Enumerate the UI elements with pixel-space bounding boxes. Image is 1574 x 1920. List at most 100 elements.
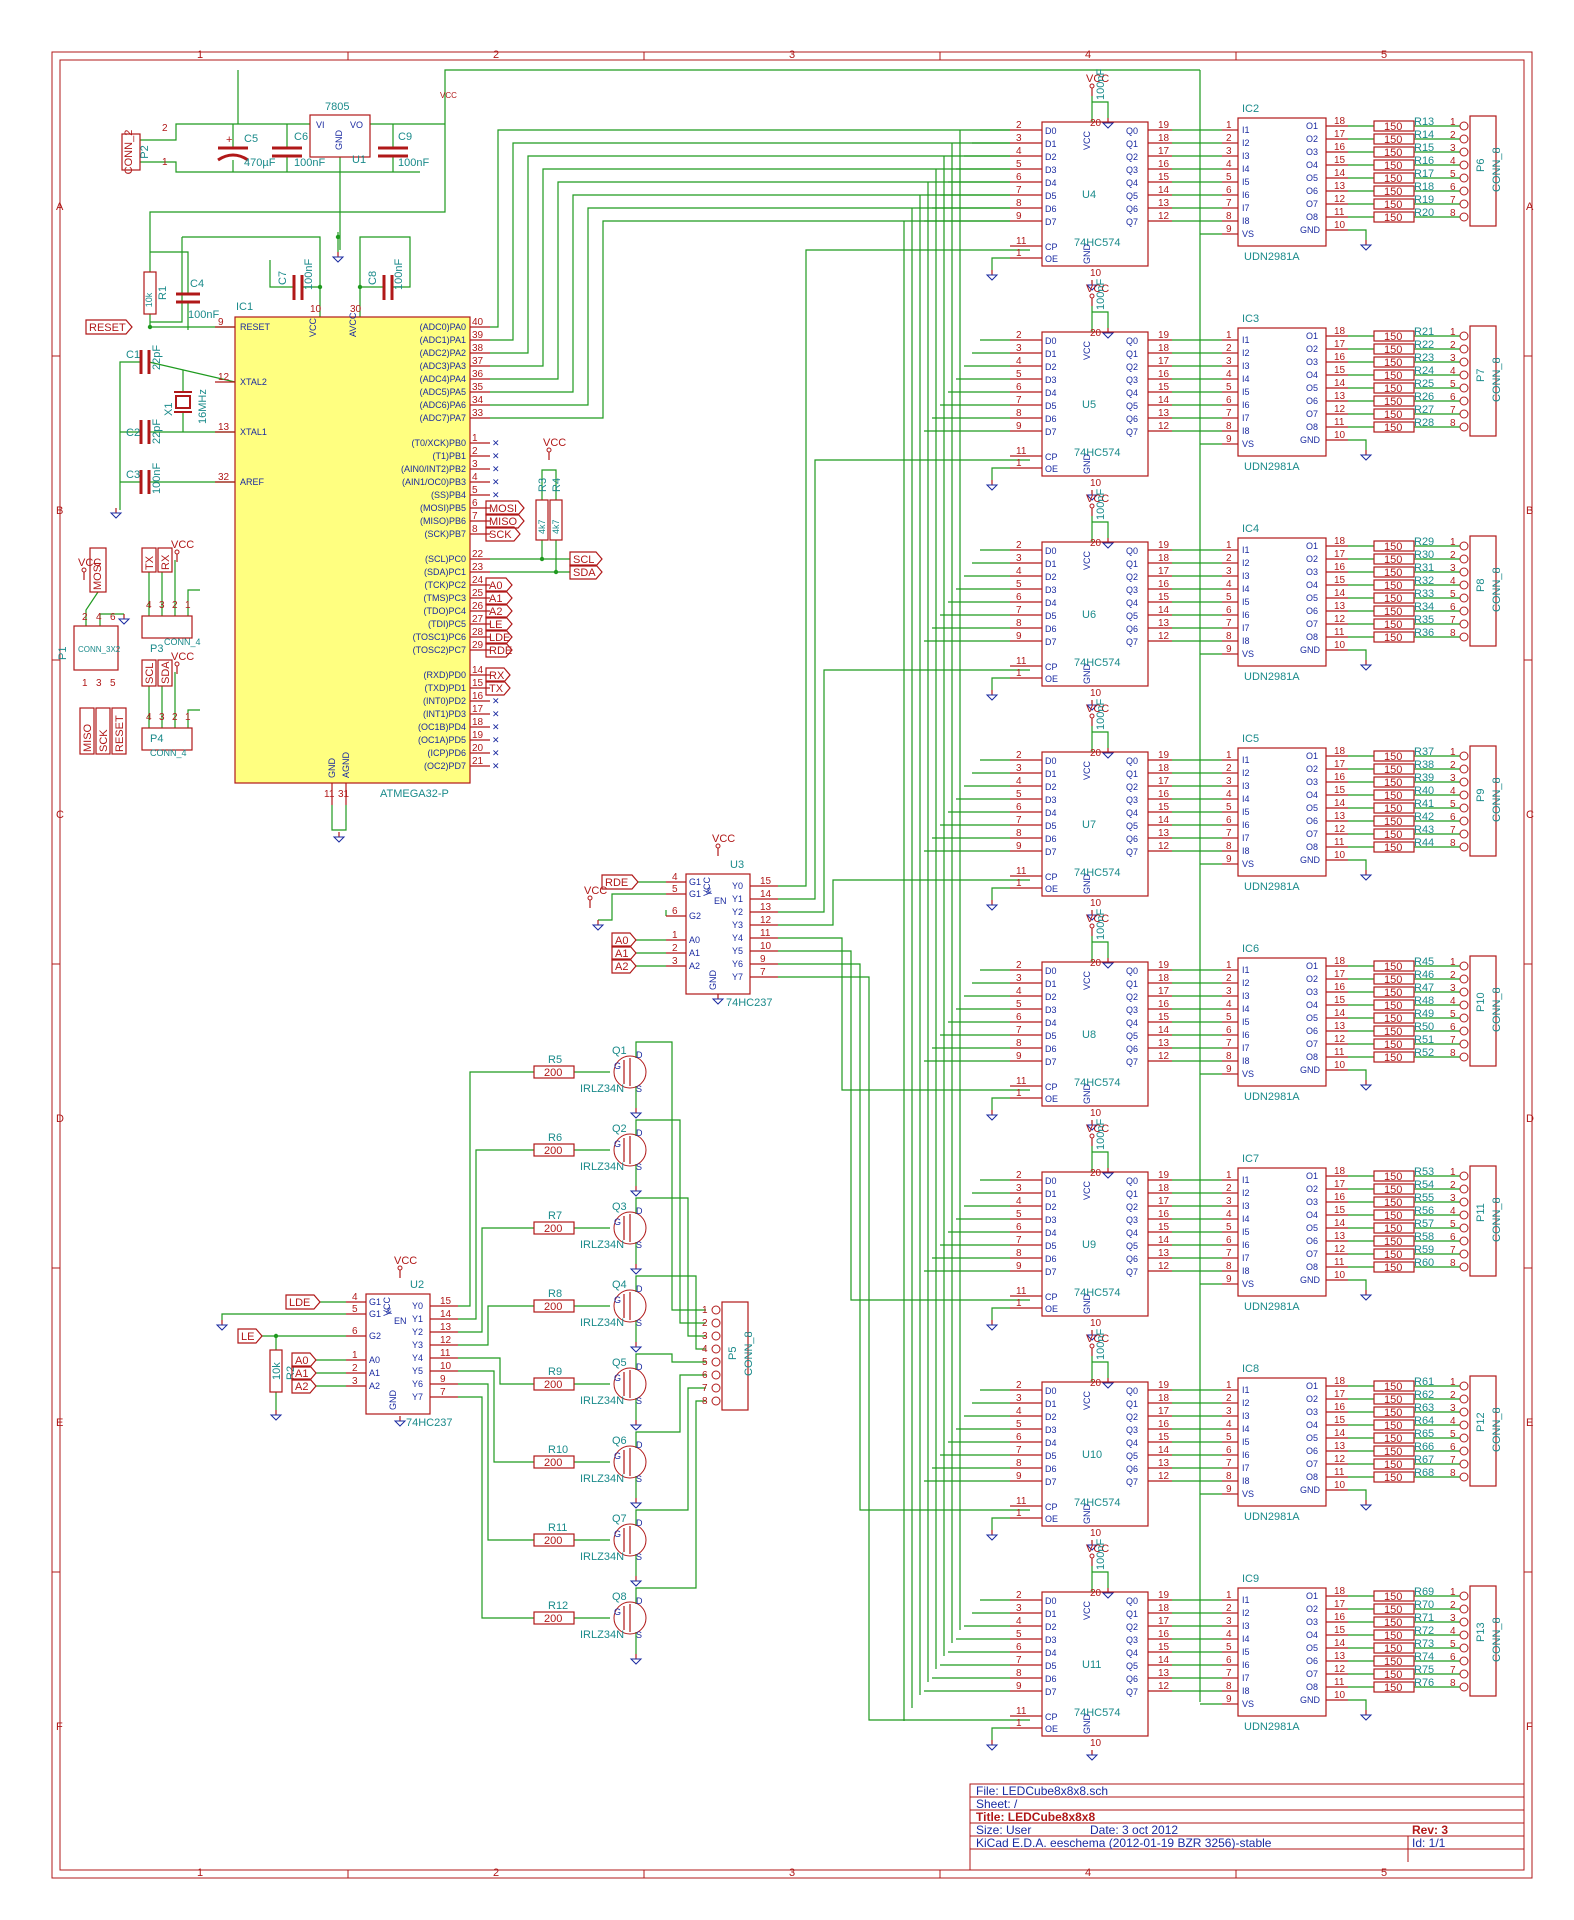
mcu-pin-name: (OC1A)PD5 — [418, 735, 466, 745]
mcu-pin-number: 2 — [472, 446, 478, 457]
pin-number: 6 — [1450, 602, 1456, 613]
resistor-value: 150 — [1384, 1381, 1402, 1393]
pin-name: Q7 — [1126, 1267, 1138, 1277]
mosfet-ref: Q4 — [612, 1279, 627, 1291]
junction — [539, 556, 545, 562]
led-resistor — [1373, 185, 1415, 197]
driver-part: UDN2981A — [1244, 1721, 1300, 1733]
pin-number: 14 — [1158, 1445, 1170, 1456]
pin-name: Y7 — [412, 1392, 423, 1402]
pin-number: 2 — [1450, 760, 1456, 771]
pin-name: OE — [1045, 1514, 1058, 1524]
pin-number: 16 — [1158, 789, 1170, 800]
conn-pin — [1459, 1197, 1469, 1207]
conn-pin — [1459, 842, 1469, 852]
pin-name: Q0 — [1126, 336, 1138, 346]
pin-name: G1 — [689, 889, 701, 899]
pin-name: Q5 — [1126, 611, 1138, 621]
pin-number: 9 — [1016, 631, 1022, 642]
ground-symbol — [1359, 450, 1373, 461]
resistor-value: 150 — [1384, 1407, 1402, 1419]
pin-number: 13 — [1158, 1248, 1170, 1259]
pin-name: VS — [1242, 1279, 1254, 1289]
pin-number: 7 — [1016, 395, 1022, 406]
latch-u7 — [1041, 751, 1149, 897]
vcc-label: VCC — [440, 91, 457, 100]
pin-name: D1 — [1045, 1189, 1057, 1199]
wire — [148, 361, 236, 383]
pin-name: D2 — [1045, 1622, 1057, 1632]
resistor-value: 150 — [1384, 1446, 1402, 1458]
pin-name: Q4 — [1126, 1438, 1138, 1448]
column-marker: 3 — [789, 49, 795, 61]
gate-resistor — [533, 1611, 575, 1625]
pin-number: 16 — [1334, 352, 1346, 363]
pin-number: 18 — [1158, 1393, 1170, 1404]
led-resistor — [1373, 1471, 1415, 1483]
p4-net-text: SDA — [160, 661, 172, 684]
led-resistor — [1373, 1642, 1415, 1654]
pin-name: I3 — [1242, 1621, 1250, 1631]
wire — [778, 669, 1030, 913]
pin-number: 13 — [1158, 828, 1170, 839]
svg-text:VI: VI — [316, 120, 325, 130]
pin-name: VCC — [1082, 1180, 1092, 1200]
resistor-ref: R56 — [1414, 1205, 1434, 1217]
ground-symbol — [985, 270, 999, 281]
resistor-ref: R49 — [1414, 1008, 1434, 1020]
pin-number: 7 — [1450, 405, 1456, 416]
pin-number: 8 — [1226, 1051, 1232, 1062]
resistor-ref: R65 — [1414, 1428, 1434, 1440]
resistor-ref: R36 — [1414, 627, 1434, 639]
pin-number: 9 — [1226, 1274, 1232, 1285]
resistor-value: 150 — [1384, 1210, 1402, 1222]
pin-number: 4 — [1450, 1416, 1456, 1427]
led-resistor — [1373, 1681, 1415, 1693]
svg-text:R3: R3 — [537, 478, 549, 492]
ground-symbol — [331, 252, 345, 263]
resistor-value: 150 — [1384, 1472, 1402, 1484]
pin-name: G1 — [369, 1309, 381, 1319]
conn-pin — [1459, 1420, 1469, 1430]
pin-name: Q4 — [1126, 1228, 1138, 1238]
connector-p4 — [141, 727, 193, 751]
wire — [635, 1275, 706, 1350]
pin-name: OE — [1045, 1304, 1058, 1314]
svg-text:P3: P3 — [150, 643, 163, 655]
pin-number: 19 — [1158, 1170, 1170, 1181]
resistor-r4 — [549, 499, 563, 541]
net-label-sck: SCK — [485, 526, 521, 542]
pin-name: Q2 — [1126, 1622, 1138, 1632]
pin-name: D0 — [1045, 756, 1057, 766]
resistor-value: 200 — [544, 1535, 562, 1547]
pin-number: 8 — [1016, 408, 1022, 419]
pin-number: 20 — [1090, 118, 1102, 129]
pin-name: I2 — [1242, 978, 1250, 988]
resistor-ref: R25 — [1414, 378, 1434, 390]
wire — [991, 467, 1010, 480]
pin-name: D — [636, 1206, 643, 1216]
wire — [991, 1097, 1010, 1110]
connector-p2 — [121, 133, 141, 171]
pin-number: 5 — [1226, 1012, 1232, 1023]
resistor-value: 150 — [1384, 1171, 1402, 1183]
wire — [635, 1374, 706, 1448]
pin-number: 14 — [440, 1309, 452, 1320]
pin-name: Q7 — [1126, 1057, 1138, 1067]
resistor-value: 150 — [1384, 764, 1402, 776]
pin-name: Q1 — [1126, 1189, 1138, 1199]
mcu-pin-name: (AIN1/OC0)PB3 — [402, 477, 466, 487]
latch-part: 74HC574 — [1074, 1707, 1120, 1719]
net-label-text: MOSI — [489, 503, 517, 515]
pin-name: Q3 — [1126, 1425, 1138, 1435]
vcc-symbol: VCC — [584, 885, 607, 908]
pin-name: O2 — [1306, 1604, 1318, 1614]
pin-number: 11 — [1016, 1076, 1027, 1087]
row-marker: B — [56, 505, 63, 517]
pin-name: O4 — [1306, 370, 1318, 380]
mcu-pin-name: (ICP)PD6 — [427, 748, 466, 758]
tb-file: File: LEDCube8x8x8.sch — [976, 1784, 1108, 1798]
driver-ref: IC8 — [1242, 1363, 1259, 1375]
